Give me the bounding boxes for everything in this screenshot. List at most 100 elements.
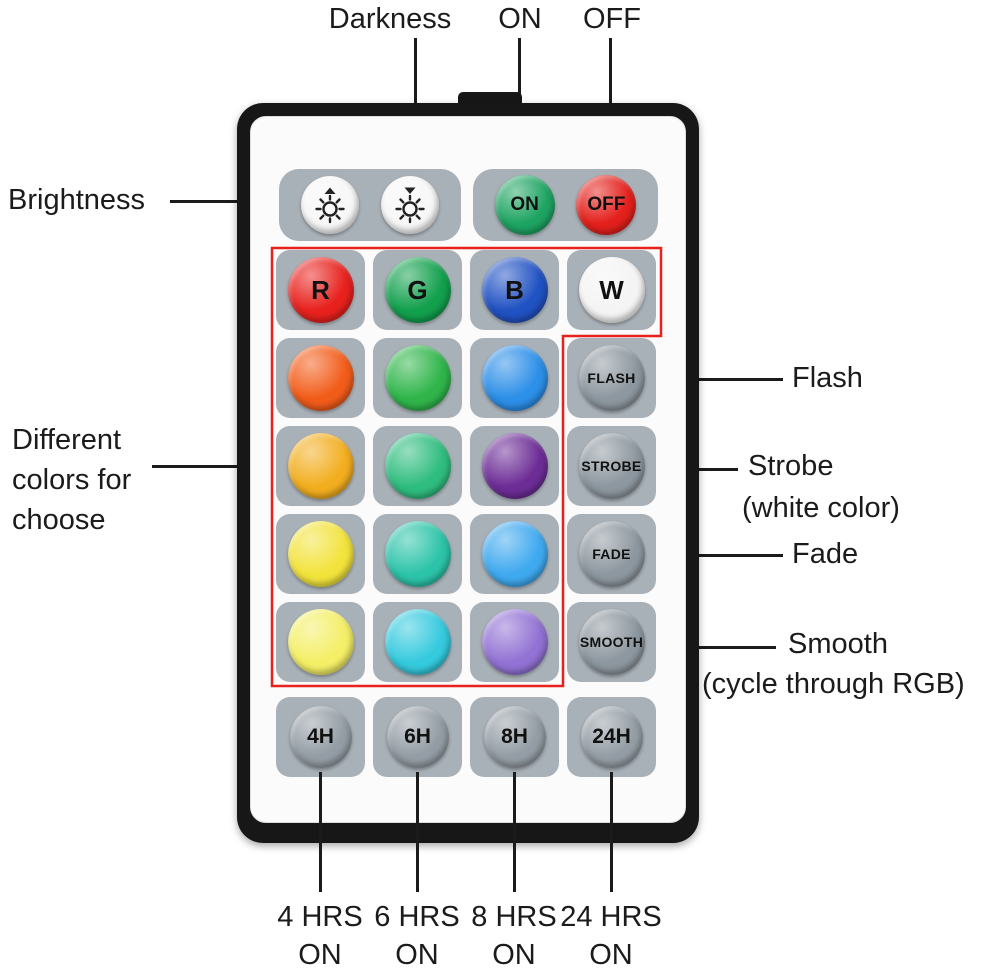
smooth-button-label: SMOOTH xyxy=(579,634,644,650)
key-violet[interactable] xyxy=(481,609,548,675)
annotation-24hrs: 24 HRS ON xyxy=(541,898,681,974)
annotation-6hrs-line1: 6 HRS xyxy=(374,901,460,933)
key-grass-green-pad xyxy=(373,338,462,418)
annotation-4hrs-line1: 4 HRS xyxy=(277,901,363,933)
annotation-off: OFF xyxy=(583,3,641,35)
brightness-pointer-line xyxy=(170,200,292,203)
key-spring-green[interactable] xyxy=(384,433,451,499)
annotation-smooth-line2: (cycle through RGB) xyxy=(702,668,965,700)
annotation-6hrs: 6 HRS ON xyxy=(347,898,487,974)
smooth-button[interactable]: SMOOTH xyxy=(578,609,645,675)
timer-6h-button[interactable]: 6H xyxy=(386,706,449,768)
key-purple[interactable] xyxy=(481,433,548,499)
fade-button[interactable]: FADE xyxy=(578,521,645,587)
key-red[interactable]: R xyxy=(287,257,354,323)
timer-24h-pointer-line xyxy=(610,772,613,892)
key-violet-pad xyxy=(470,602,559,682)
annotation-smooth-line1: Smooth xyxy=(788,628,888,660)
key-orange[interactable] xyxy=(287,345,354,411)
key-6h-pad: 6H xyxy=(373,697,462,777)
key-cyan[interactable] xyxy=(384,609,451,675)
brightness-panel xyxy=(279,169,461,241)
key-flash-pad: FLASH xyxy=(567,338,656,418)
key-light-yellow[interactable] xyxy=(287,609,354,675)
key-strobe-pad: STROBE xyxy=(567,426,656,506)
timer-6h-label: 6H xyxy=(404,725,431,748)
on-button-label: ON xyxy=(510,194,539,215)
off-button[interactable]: OFF xyxy=(576,175,637,235)
key-red-label: R xyxy=(311,274,330,305)
annotation-6hrs-line2: ON xyxy=(395,939,439,971)
key-amber-pad xyxy=(276,426,365,506)
timer-24h-label: 24H xyxy=(592,725,631,748)
flash-button[interactable]: FLASH xyxy=(578,345,645,411)
color-key-grid: R G B W FLASH STROBE FADE SMOOTH xyxy=(276,250,656,682)
key-light-yellow-pad xyxy=(276,602,365,682)
key-purple-pad xyxy=(470,426,559,506)
annotation-different-colors-line2: colors for xyxy=(12,464,132,496)
key-grass-green[interactable] xyxy=(384,345,451,411)
annotation-brightness: Brightness xyxy=(8,184,146,216)
on-button[interactable]: ON xyxy=(494,175,555,235)
off-button-label: OFF xyxy=(587,194,626,215)
key-green[interactable]: G xyxy=(384,257,451,323)
annotation-8hrs-line2: ON xyxy=(492,939,536,971)
strobe-button-label: STROBE xyxy=(581,458,642,474)
key-sky-blue[interactable] xyxy=(481,521,548,587)
key-orange-pad xyxy=(276,338,365,418)
key-teal-pad xyxy=(373,514,462,594)
fade-pointer-line xyxy=(646,554,783,557)
timer-4h-button[interactable]: 4H xyxy=(289,706,352,768)
annotation-8hrs: 8 HRS ON xyxy=(444,898,584,974)
annotation-different-colors-line3: choose xyxy=(12,504,106,536)
key-blue[interactable]: B xyxy=(481,257,548,323)
key-green-label: G xyxy=(407,274,428,305)
key-azure[interactable] xyxy=(481,345,548,411)
colors-pointer-line xyxy=(152,465,290,468)
annotation-8hrs-line1: 8 HRS xyxy=(471,901,557,933)
sun-up-icon xyxy=(315,187,345,224)
key-green-pad: G xyxy=(373,250,462,330)
key-24h-pad: 24H xyxy=(567,697,656,777)
annotation-on: ON xyxy=(498,3,542,35)
key-yellow-pad xyxy=(276,514,365,594)
brightness-up-button[interactable] xyxy=(301,176,359,234)
timer-8h-label: 8H xyxy=(501,725,528,748)
timer-8h-button[interactable]: 8H xyxy=(483,706,546,768)
sun-down-icon xyxy=(395,187,425,224)
annotation-different-colors-line1: Different xyxy=(12,424,122,456)
key-white-pad: W xyxy=(567,250,656,330)
timer-8h-pointer-line xyxy=(513,772,516,892)
key-teal[interactable] xyxy=(384,521,451,587)
key-white[interactable]: W xyxy=(578,257,645,323)
key-smooth-pad: SMOOTH xyxy=(567,602,656,682)
annotation-different-colors: Different colors for choose xyxy=(12,420,131,540)
annotation-fade: Fade xyxy=(792,538,859,570)
annotation-4hrs: 4 HRS ON xyxy=(250,898,390,974)
power-panel: ON OFF xyxy=(473,169,658,241)
key-amber[interactable] xyxy=(287,433,354,499)
key-4h-pad: 4H xyxy=(276,697,365,777)
key-yellow[interactable] xyxy=(287,521,354,587)
key-blue-pad: B xyxy=(470,250,559,330)
timer-4h-pointer-line xyxy=(319,772,322,892)
annotation-24hrs-line1: 24 HRS xyxy=(560,901,662,933)
flash-button-label: FLASH xyxy=(587,370,636,386)
strobe-button[interactable]: STROBE xyxy=(578,433,645,499)
key-white-label: W xyxy=(599,274,624,305)
key-fade-pad: FADE xyxy=(567,514,656,594)
smooth-pointer-line xyxy=(648,646,776,649)
key-sky-blue-pad xyxy=(470,514,559,594)
key-blue-label: B xyxy=(505,274,524,305)
timer-24h-button[interactable]: 24H xyxy=(580,706,643,768)
annotation-strobe-line1: Strobe xyxy=(748,450,834,482)
annotation-strobe-line2: (white color) xyxy=(742,492,900,524)
darkness-button[interactable] xyxy=(381,176,439,234)
fade-button-label: FADE xyxy=(592,546,631,562)
key-azure-pad xyxy=(470,338,559,418)
annotation-flash: Flash xyxy=(792,362,863,394)
timer-6h-pointer-line xyxy=(416,772,419,892)
annotation-darkness: Darkness xyxy=(328,3,452,35)
timer-row: 4H 6H 8H 24H xyxy=(276,697,656,777)
